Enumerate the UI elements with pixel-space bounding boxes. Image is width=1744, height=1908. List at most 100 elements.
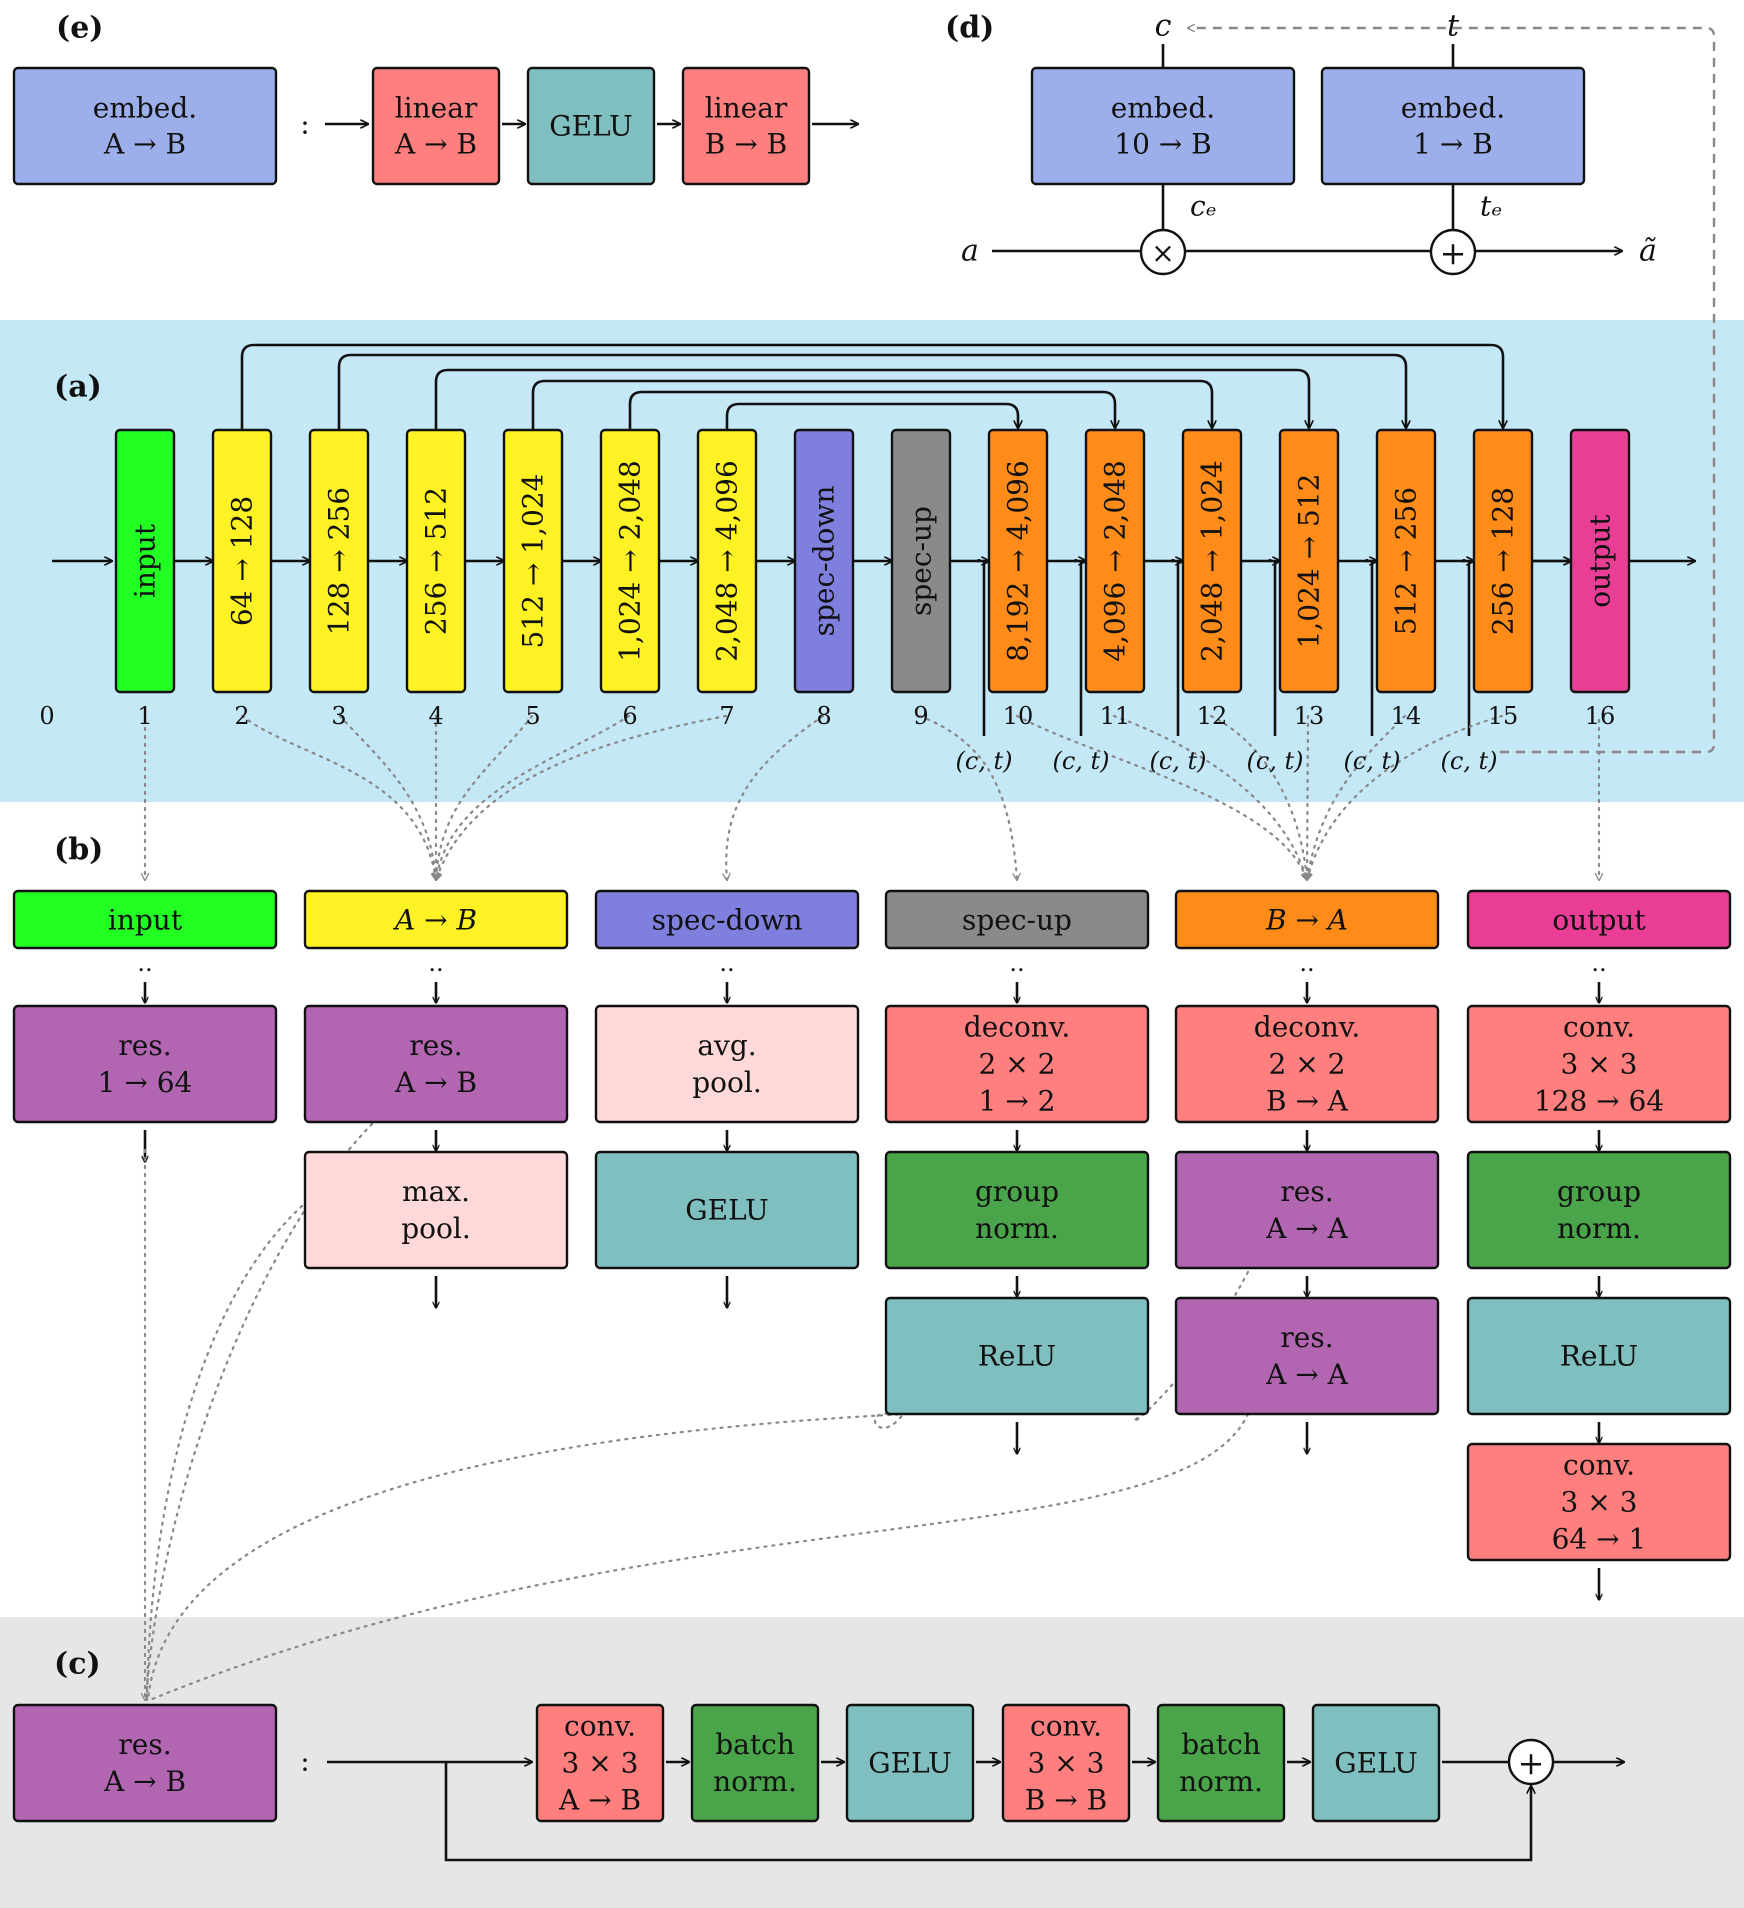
unet-block-11-label: 4,096 → 2,048 — [1099, 460, 1132, 662]
b-box-1-0-label: A → B — [394, 1066, 477, 1099]
b-box-5-2-label: ReLU — [1560, 1340, 1638, 1373]
c-block-4-label: norm. — [1179, 1765, 1263, 1798]
b-continuation-4: .. — [1299, 949, 1314, 977]
cond-t-label: t — [1447, 9, 1460, 44]
b-box-3-2 — [884, 1296, 1150, 1416]
embed-block-label: A → B — [103, 128, 186, 161]
b-box-5-3-label: 64 → 1 — [1552, 1523, 1647, 1556]
dotted-link-14 — [1307, 714, 1504, 880]
embed-c-label: 10 → B — [1114, 128, 1211, 161]
linear-block-1-label: linear — [395, 92, 478, 125]
embed-block-label: embed. — [93, 92, 197, 125]
section-label-d: (d) — [945, 11, 994, 46]
ct-label-12: (c, t) — [1149, 747, 1206, 775]
index-9: 9 — [913, 702, 928, 730]
embed-c-block — [1030, 66, 1296, 186]
b-box-3-0-label: deconv. — [964, 1011, 1070, 1044]
index-10: 10 — [1003, 702, 1034, 730]
c-block-0-label: conv. — [564, 1710, 636, 1743]
b-box-4-0-label: 2 × 2 — [1269, 1048, 1346, 1081]
b-box-1-1-label: pool. — [401, 1212, 471, 1245]
a-input-label: a — [961, 234, 979, 269]
b-box-1-1 — [303, 1150, 569, 1270]
index-5: 5 — [525, 702, 540, 730]
c-res-label: res. — [118, 1728, 171, 1761]
multiply-symbol: × — [1151, 237, 1174, 270]
b-box-4-2-label: A → A — [1265, 1358, 1348, 1391]
unet-block-8 — [793, 428, 855, 694]
b-box-3-1-label: norm. — [975, 1212, 1059, 1245]
b-box-4-1-label: A → A — [1265, 1212, 1348, 1245]
b-continuation-3: .. — [1009, 949, 1024, 977]
unet-block-5 — [502, 428, 564, 694]
b-box-2-0-label: avg. — [697, 1029, 756, 1062]
index-16: 16 — [1585, 702, 1616, 730]
unet-block-8-label: spec-down — [808, 486, 841, 637]
gelu-block-label: GELU — [549, 110, 632, 143]
index-7: 7 — [719, 702, 734, 730]
linear-block-1 — [371, 66, 501, 186]
b-box-5-0-label: 3 × 3 — [1561, 1048, 1638, 1081]
condition-dashed-path — [1188, 28, 1716, 754]
c-block-3-label: conv. — [1030, 1710, 1102, 1743]
unet-block-14-label: 512 → 256 — [1390, 487, 1423, 635]
dotted-res-link-1 — [144, 1122, 374, 1702]
unet-block-7 — [696, 428, 758, 694]
b-box-5-3-label: 3 × 3 — [1561, 1486, 1638, 1519]
index-11: 11 — [1100, 702, 1131, 730]
b-box-3-0-label: 1 → 2 — [979, 1085, 1056, 1118]
linear-block-1-label: A → B — [394, 128, 477, 161]
index-3: 3 — [331, 702, 346, 730]
b-box-1-0-label: res. — [409, 1029, 462, 1062]
index-13: 13 — [1294, 702, 1325, 730]
embed-block — [12, 66, 278, 186]
index-12: 12 — [1197, 702, 1228, 730]
unet-block-12 — [1181, 428, 1243, 694]
skip-connection-4-13 — [434, 368, 1309, 430]
c-block-1-label: batch — [715, 1728, 795, 1761]
ct-label-11: (c, t) — [1052, 747, 1109, 775]
b-header-3 — [884, 889, 1150, 950]
unet-block-14 — [1375, 428, 1437, 694]
c-block-3-label: 3 × 3 — [1028, 1747, 1105, 1780]
b-box-3-2-label: ReLU — [978, 1340, 1056, 1373]
dotted-res-link-6 — [148, 1412, 1250, 1702]
c-block-2-label: GELU — [868, 1747, 951, 1780]
b-box-4-0 — [1174, 1004, 1440, 1124]
unet-block-12-label: 2,048 → 1,024 — [1196, 460, 1229, 662]
b-continuation-0: .. — [137, 949, 152, 977]
index-8: 8 — [816, 702, 831, 730]
c-add-symbol: + — [1518, 1744, 1545, 1782]
c-block-1-label: norm. — [713, 1765, 797, 1798]
section-label-e: (e) — [56, 11, 103, 46]
ct-label-14: (c, t) — [1343, 747, 1400, 775]
c-block-0-label: 3 × 3 — [562, 1747, 639, 1780]
b-box-5-1 — [1466, 1150, 1732, 1270]
index-14: 14 — [1391, 702, 1422, 730]
dotted-link-11 — [1209, 714, 1307, 880]
b-box-5-1-label: norm. — [1557, 1212, 1641, 1245]
ct-label-10: (c, t) — [955, 747, 1012, 775]
unet-block-3 — [308, 428, 370, 694]
c-res-block — [12, 1703, 278, 1823]
b-box-5-0-label: conv. — [1563, 1011, 1635, 1044]
b-continuation-5: .. — [1591, 949, 1606, 977]
embed-t-block — [1320, 66, 1586, 186]
b-box-3-0-label: 2 × 2 — [979, 1048, 1056, 1081]
unet-block-3-label: 128 → 256 — [323, 487, 356, 635]
section-label-c: (c) — [54, 1647, 101, 1682]
b-header-2-label: spec-down — [652, 904, 803, 937]
c-block-1 — [690, 1703, 820, 1823]
embed-c-label: embed. — [1111, 92, 1215, 125]
dotted-link-9 — [1015, 714, 1307, 880]
b-box-5-0-label: 128 → 64 — [1534, 1085, 1664, 1118]
unet-block-13 — [1278, 428, 1340, 694]
embed-t-label: embed. — [1401, 92, 1505, 125]
b-box-4-1-label: res. — [1280, 1175, 1333, 1208]
b-box-0-0-label: res. — [118, 1029, 171, 1062]
b-continuation-2: .. — [719, 949, 734, 977]
b-header-1 — [303, 889, 569, 950]
index-15: 15 — [1488, 702, 1519, 730]
